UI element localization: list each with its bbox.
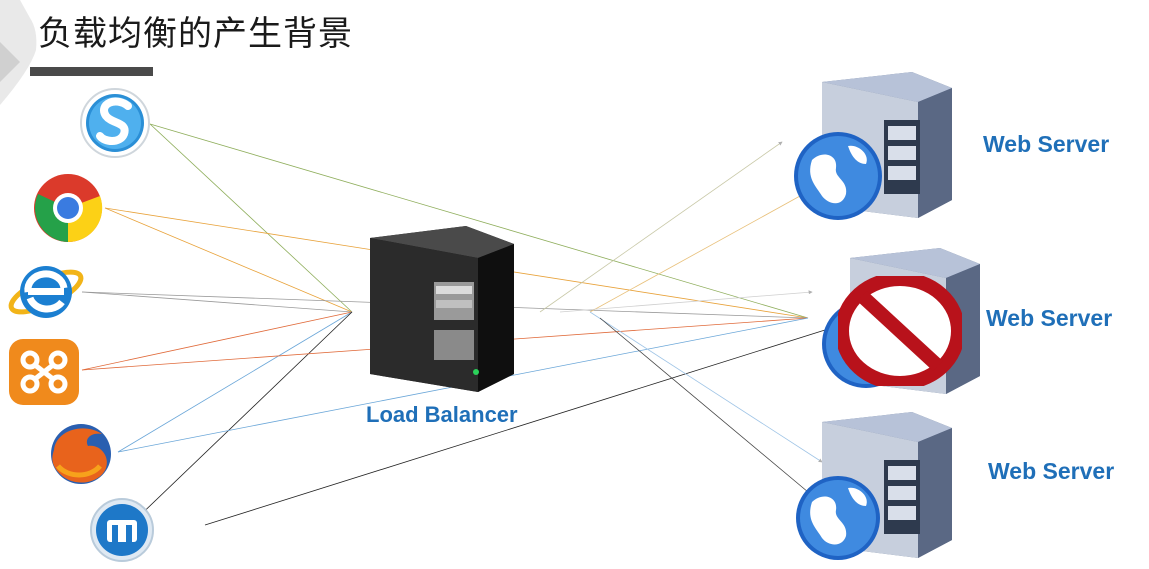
connection-line bbox=[81, 311, 353, 371]
orange-app-icon bbox=[9, 339, 79, 405]
connection-line bbox=[559, 290, 813, 313]
sogou-browser-icon bbox=[80, 88, 150, 158]
connection-line bbox=[589, 195, 801, 313]
internet-explorer-icon bbox=[8, 266, 84, 318]
web-server-label: Web Server bbox=[983, 131, 1110, 157]
connection-line bbox=[117, 311, 353, 453]
connection-line bbox=[104, 207, 353, 313]
chrome-icon bbox=[34, 174, 103, 243]
connection-line bbox=[149, 123, 353, 313]
web-server-icon bbox=[796, 412, 952, 560]
web-server-icon bbox=[794, 72, 952, 220]
load-balancer-label: Load Balancer bbox=[366, 402, 518, 427]
connection-line bbox=[204, 329, 826, 526]
connection-line bbox=[599, 317, 809, 493]
corner-decoration bbox=[0, 0, 37, 105]
title-bar: 负载均衡的产生背景 bbox=[0, 0, 400, 90]
firefox-icon bbox=[51, 424, 111, 484]
blocked-icon bbox=[838, 276, 962, 386]
page-title: 负载均衡的产生背景 bbox=[38, 14, 353, 54]
maxthon-icon bbox=[90, 498, 154, 562]
connection-line bbox=[81, 291, 353, 313]
web-server-label: Web Server bbox=[988, 458, 1115, 484]
connection-line bbox=[539, 141, 783, 313]
web-server-label: Web Server bbox=[986, 305, 1113, 331]
load-balancer-server-icon bbox=[370, 226, 514, 392]
connection-line bbox=[589, 311, 823, 463]
title-underline bbox=[30, 67, 153, 76]
connection-line bbox=[129, 311, 353, 526]
connection-line bbox=[149, 123, 809, 319]
